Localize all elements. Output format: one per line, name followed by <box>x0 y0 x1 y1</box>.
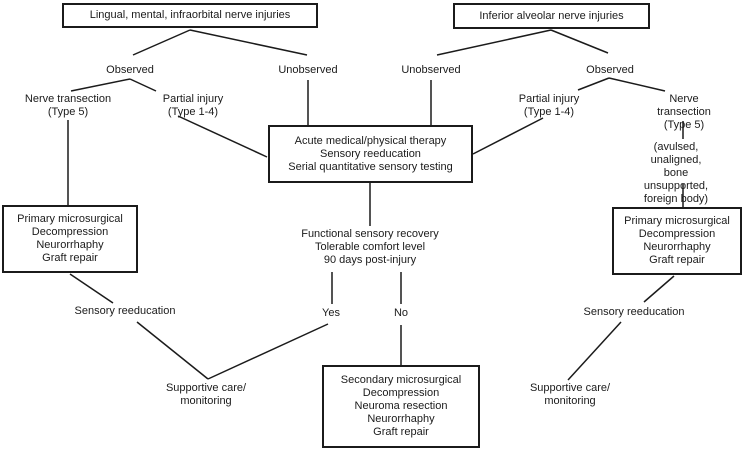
primary-microsurgical-box-left: Primary microsurgical Decompression Neur… <box>2 205 138 273</box>
avulsed-note-label: (avulsed, unaligned, bone unsupported, f… <box>643 141 709 205</box>
edge-yes-to-supportive-left <box>207 323 329 380</box>
observed-label-left: Observed <box>106 64 154 76</box>
edge-inferior-to-unobserved <box>436 29 552 56</box>
unobserved-label-right: Unobserved <box>401 64 461 76</box>
sensory-reeducation-label-left: Sensory reeducation <box>74 305 176 317</box>
observed-label-right: Observed <box>586 64 634 76</box>
yes-label: Yes <box>322 307 340 319</box>
functional-recovery-label: Functional sensory recovery Tolerable co… <box>301 228 439 266</box>
edge-observed-to-partial-right <box>577 77 610 91</box>
edge-observed-to-transection-left <box>70 78 131 92</box>
inferior-alveolar-box: Inferior alveolar nerve injuries <box>453 3 650 29</box>
edge-reeducation-left-to-supportive <box>136 321 209 380</box>
edge-partial-right-to-acute <box>472 117 544 155</box>
supportive-care-label-right: Supportive care/ monitoring <box>529 382 611 407</box>
edge-inferior-to-observed <box>550 29 609 54</box>
supportive-care-label-left: Supportive care/ monitoring <box>165 382 247 407</box>
lingual-mental-infraorbital-box: Lingual, mental, infraorbital nerve inju… <box>62 3 318 28</box>
no-label: No <box>393 307 409 319</box>
primary-microsurgical-box-right: Primary microsurgical Decompression Neur… <box>612 207 742 275</box>
edge-primary-left-to-reeducation <box>69 273 114 304</box>
sensory-reeducation-label-right: Sensory reeducation <box>583 306 685 318</box>
edge-observed-to-transection-right <box>608 77 666 92</box>
secondary-microsurgical-box: Secondary microsurgical Decompression Ne… <box>322 365 480 448</box>
edge-primary-right-to-reeducation <box>643 275 675 303</box>
edge-partial-left-to-acute <box>177 115 268 158</box>
partial-injury-label-left: Partial injury (Type 1-4) <box>162 93 224 118</box>
unobserved-label-left: Unobserved <box>278 64 338 76</box>
acute-therapy-box: Acute medical/physical therapy Sensory r… <box>268 125 473 183</box>
edge-lingual-to-observed <box>132 29 191 56</box>
edge-lingual-to-unobserved <box>189 29 308 56</box>
nerve-transection-label-left: Nerve transection (Type 5) <box>24 93 112 118</box>
partial-injury-label-right: Partial injury (Type 1-4) <box>518 93 580 118</box>
edge-reeducation-right-to-supportive <box>567 321 622 381</box>
nerve-transection-label-right: Nerve transection (Type 5) <box>657 93 711 131</box>
edge-observed-to-partial-left <box>129 78 157 92</box>
